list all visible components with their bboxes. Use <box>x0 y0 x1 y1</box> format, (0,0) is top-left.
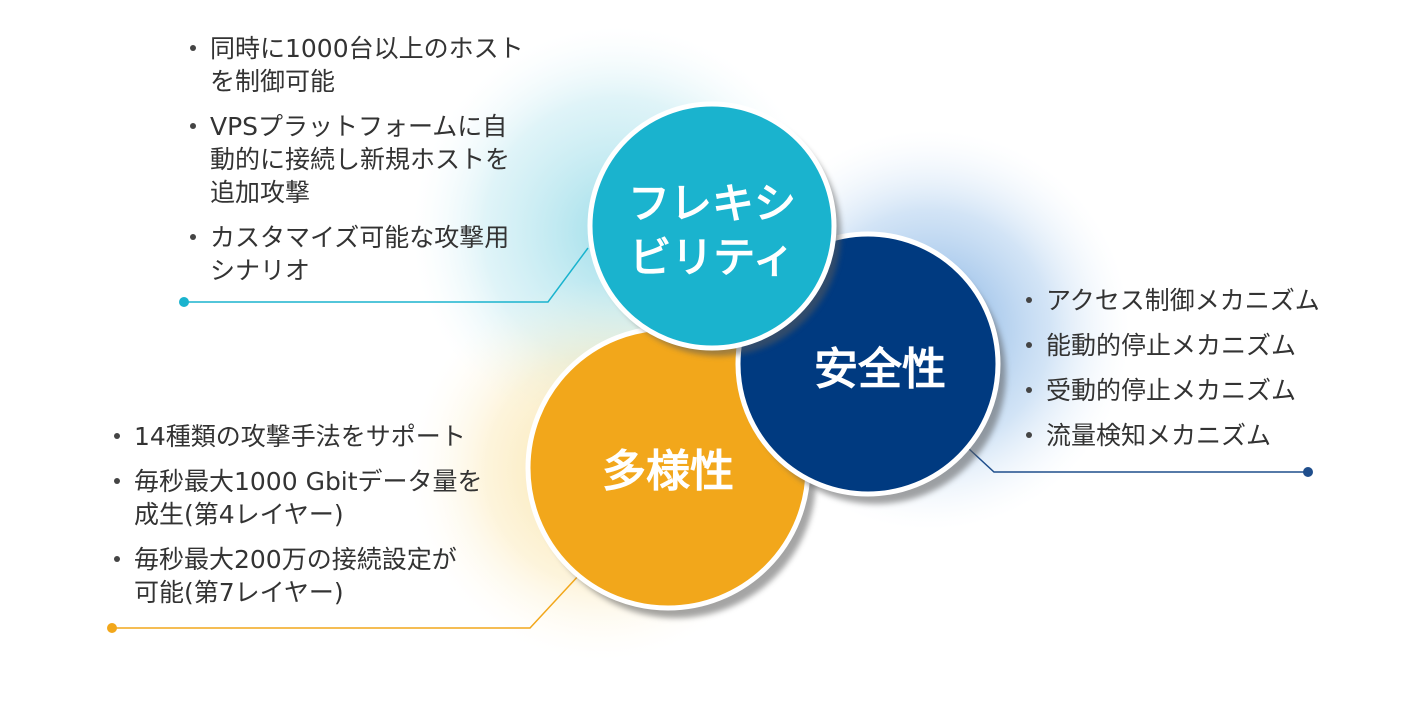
flexibility-points: 同時に1000台以上のホスト を制御可能 VPSプラットフォームに自 動的に接続… <box>186 32 566 299</box>
list-item-line: 毎秒最大200万の接続設定が <box>134 545 457 574</box>
list-item-line: 毎秒最大1000 Gbitデータ量を <box>134 467 483 496</box>
list-item: VPSプラットフォームに自 動的に接続し新規ホストを 追加攻撃 <box>186 110 566 209</box>
bullet-dot-icon <box>1026 387 1032 393</box>
flexibility-label-line1: フレキシ <box>628 179 796 228</box>
variety-points: 14種類の攻撃手法をサポート 毎秒最大1000 Gbitデータ量を 成生(第4レ… <box>110 420 530 621</box>
bullet-dot-icon <box>1026 432 1032 438</box>
list-item-line: カスタマイズ可能な攻撃用 <box>210 223 510 252</box>
bullet-dot-icon <box>114 433 120 439</box>
bullet-dot-icon <box>1026 297 1032 303</box>
bullet-dot-icon <box>114 478 120 484</box>
flexibility-connector <box>179 247 589 307</box>
bullet-dot-icon <box>1026 342 1032 348</box>
list-item: カスタマイズ可能な攻撃用 シナリオ <box>186 221 566 287</box>
safety-points: アクセス制御メカニズム 能動的停止メカニズム 受動的停止メカニズム 流量検知メカ… <box>1022 284 1402 464</box>
list-item: 毎秒最大200万の接続設定が 可能(第7レイヤー) <box>110 543 530 609</box>
list-item-line: 追加攻撃 <box>210 178 311 207</box>
list-item-line: 可能(第7レイヤー) <box>134 578 344 607</box>
list-item-line: シナリオ <box>210 256 311 285</box>
list-item-text: アクセス制御メカニズム <box>1046 286 1320 315</box>
list-item-text: 流量検知メカニズム <box>1046 421 1272 450</box>
list-item: 流量検知メカニズム <box>1022 419 1402 452</box>
list-item: 14種類の攻撃手法をサポート <box>110 420 530 453</box>
list-item: 毎秒最大1000 Gbitデータ量を 成生(第4レイヤー) <box>110 465 530 531</box>
list-item: 受動的停止メカニズム <box>1022 374 1402 407</box>
flexibility-label-line2: ビリティ <box>629 233 794 282</box>
flexibility-circle: フレキシ ビリティ <box>587 101 841 356</box>
list-item-line: 成生(第4レイヤー) <box>134 500 344 529</box>
variety-label: 多様性 <box>602 446 734 497</box>
list-item: 同時に1000台以上のホスト を制御可能 <box>186 32 566 98</box>
list-item-text: 能動的停止メカニズム <box>1046 331 1297 360</box>
list-item-text: 受動的停止メカニズム <box>1046 376 1297 405</box>
safety-label: 安全性 <box>814 344 946 395</box>
bullet-dot-icon <box>190 234 196 240</box>
list-item-line: を制御可能 <box>210 67 336 96</box>
list-item-line: 動的に接続し新規ホストを <box>210 145 511 174</box>
variety-connector <box>107 573 581 633</box>
list-item-line: 14種類の攻撃手法をサポート <box>134 422 466 451</box>
bullet-dot-icon <box>114 556 120 562</box>
bullet-dot-icon <box>190 45 196 51</box>
bullet-dot-icon <box>190 123 196 129</box>
list-item: アクセス制御メカニズム <box>1022 284 1402 317</box>
list-item-line: VPSプラットフォームに自 <box>210 112 508 141</box>
list-item-line: 同時に1000台以上のホスト <box>210 34 524 63</box>
list-item: 能動的停止メカニズム <box>1022 329 1402 362</box>
